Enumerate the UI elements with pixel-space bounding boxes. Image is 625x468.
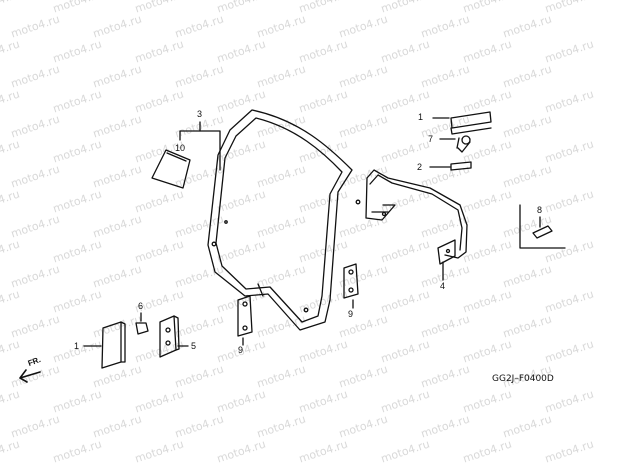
stay-bracket-part — [365, 169, 468, 281]
callout-1-bottom: 1 — [74, 341, 80, 351]
callout-10: 10 — [175, 143, 186, 153]
rubber-part-bottom — [83, 321, 126, 369]
windscreen-part — [207, 109, 361, 331]
bolt-part — [439, 135, 471, 153]
front-arrow-icon — [19, 369, 41, 383]
mounting-plate-part — [159, 315, 189, 358]
spacer-part-left — [237, 295, 253, 346]
rubber-part-top — [432, 111, 492, 135]
callout-2: 2 — [417, 162, 423, 172]
drawing-code: GG2J–F0400D — [492, 374, 554, 384]
nut-plate-part — [429, 161, 472, 171]
callout-9-left: 9 — [238, 345, 244, 355]
nut-part — [135, 312, 149, 335]
callout-6: 6 — [138, 301, 144, 311]
callout-8: 8 — [537, 205, 543, 215]
callout-5: 5 — [191, 341, 197, 351]
callout-4: 4 — [440, 281, 446, 291]
callout-7: 7 — [428, 134, 434, 144]
clip-part — [519, 204, 566, 249]
spacer-part-right — [343, 263, 359, 309]
callout-9-right: 9 — [348, 309, 354, 319]
sticker-part — [151, 149, 191, 189]
leader-3 — [179, 121, 221, 171]
callout-1-top: 1 — [418, 112, 424, 122]
callout-3: 3 — [197, 109, 203, 119]
